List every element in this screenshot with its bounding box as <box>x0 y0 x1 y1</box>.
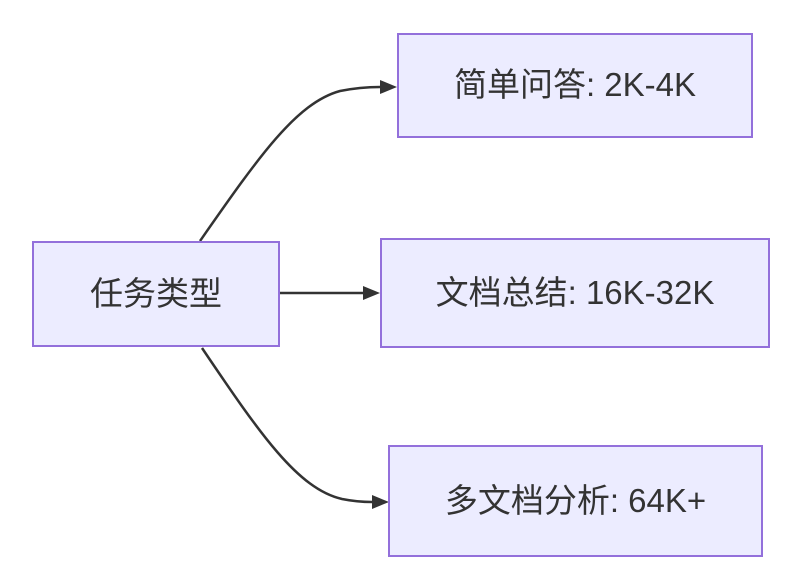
node-simple-qa: 简单问答: 2K-4K <box>397 33 753 138</box>
node-task-type: 任务类型 <box>32 241 280 347</box>
edge-root-to-multi <box>200 347 389 509</box>
node-multi-doc-analysis: 多文档分析: 64K+ <box>388 445 763 557</box>
node-doc-summary-label: 文档总结: 16K-32K <box>435 273 715 311</box>
node-simple-qa-label: 简单问答: 2K-4K <box>453 66 697 104</box>
edge-root-to-qa <box>198 80 397 242</box>
node-task-type-label: 任务类型 <box>90 274 222 312</box>
node-multi-doc-analysis-label: 多文档分析: 64K+ <box>444 481 707 519</box>
node-doc-summary: 文档总结: 16K-32K <box>380 238 770 348</box>
